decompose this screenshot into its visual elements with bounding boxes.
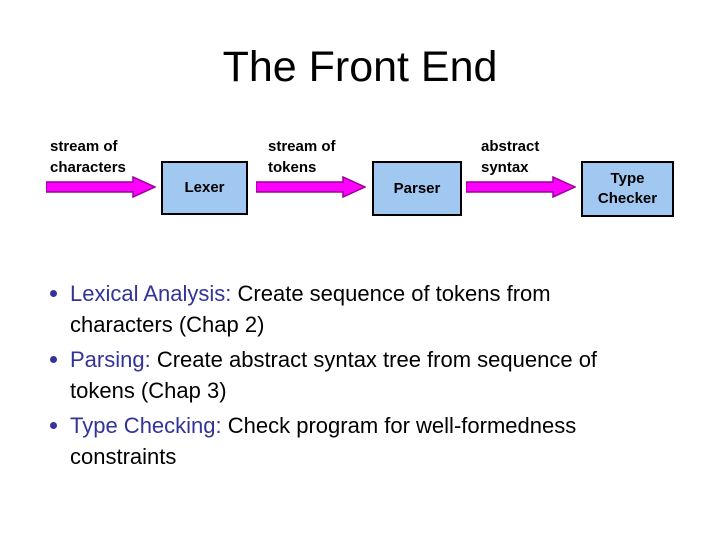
stage-box-parser: Parser: [372, 161, 462, 216]
bullet-list: Lexical Analysis: Create sequence of tok…: [44, 278, 640, 476]
bullet-term: Parsing:: [70, 347, 151, 372]
bullet-item-lexical-analysis: Lexical Analysis: Create sequence of tok…: [44, 278, 640, 340]
flow-arrow-icon: [466, 176, 576, 198]
stream-of-characters-label: stream of characters: [50, 138, 126, 176]
slide-title: The Front End: [222, 43, 498, 91]
stage-label: Parser: [393, 179, 441, 197]
bullet-icon: [50, 356, 57, 363]
flow-arrow-icon: [46, 176, 156, 198]
bullet-term: Type Checking:: [70, 413, 222, 438]
bullet-term: Lexical Analysis:: [70, 281, 232, 306]
abstract-syntax-label: abstract syntax: [481, 138, 540, 176]
stage-box-lexer: Lexer: [161, 161, 248, 215]
bullet-text: Check program for well-formedness constr…: [70, 413, 577, 469]
stage-box-type-checker: Type Checker: [581, 161, 674, 217]
stage-label: Lexer: [184, 179, 225, 196]
flow-arrow-icon: [256, 176, 366, 198]
bullet-item-type-checking: Type Checking: Check program for well-fo…: [44, 410, 640, 472]
stream-of-tokens-label: stream of tokens: [268, 138, 336, 176]
bullet-text: Create sequence of tokens from character…: [70, 281, 551, 337]
bullet-icon: [50, 422, 57, 429]
bullet-icon: [50, 290, 57, 297]
bullet-item-parsing: Parsing: Create abstract syntax tree fro…: [44, 344, 640, 406]
bullet-text: Create abstract syntax tree from sequenc…: [70, 347, 598, 403]
stage-label: Type Checker: [597, 170, 658, 207]
